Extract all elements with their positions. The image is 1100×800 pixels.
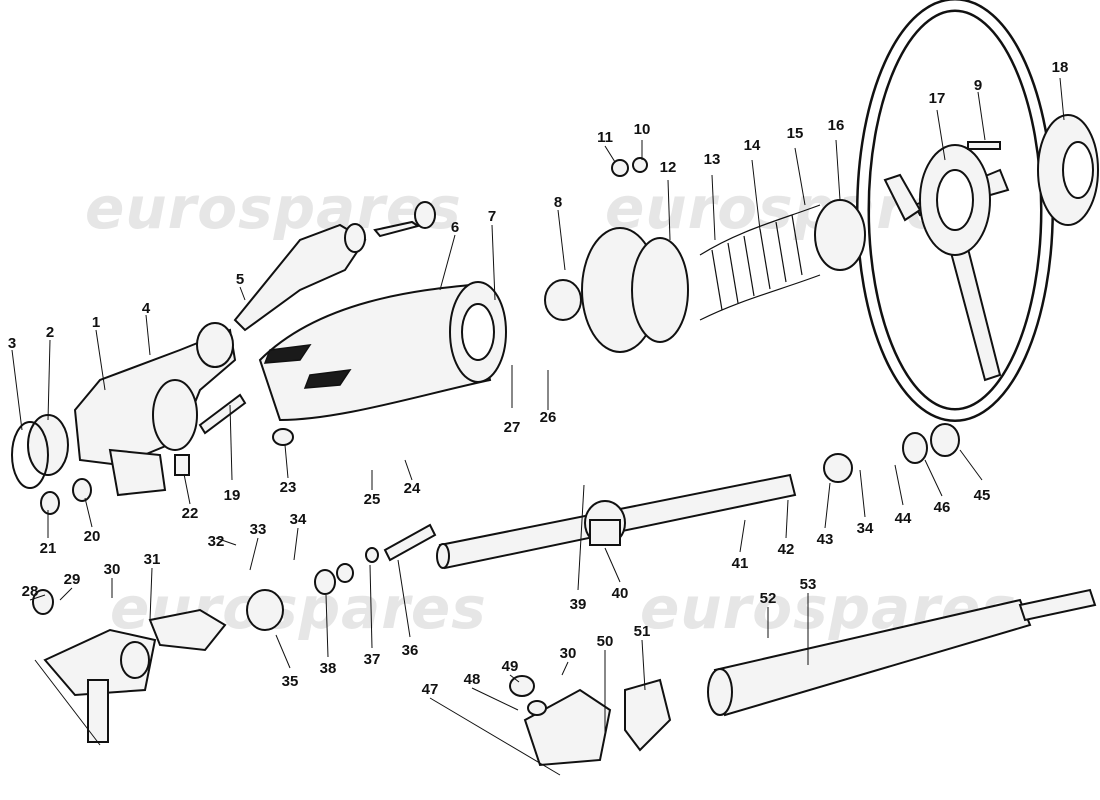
callout-32: 32 (208, 533, 225, 550)
callout-3: 3 (8, 335, 16, 352)
callout-33: 33 (250, 521, 267, 538)
callout-39: 39 (570, 596, 587, 613)
callout-35: 35 (282, 673, 299, 690)
callout-2: 2 (46, 324, 54, 341)
universal-joint-part-50 (523, 678, 672, 767)
watermark-1: eurospares (85, 174, 462, 242)
callout-20: 20 (84, 528, 101, 545)
callout-37: 37 (364, 651, 381, 668)
callout-36: 36 (402, 642, 419, 659)
callout-28: 28 (22, 583, 39, 600)
callout-24: 24 (404, 480, 421, 497)
callout-46: 46 (934, 499, 951, 516)
callout-22: 22 (182, 505, 199, 522)
callout-45: 45 (974, 487, 991, 504)
callout-41: 41 (732, 555, 749, 572)
ignition-switch-part-5 (233, 223, 367, 332)
callout-49: 49 (502, 658, 519, 675)
callout-25: 25 (364, 491, 381, 508)
callout-15: 15 (787, 125, 804, 142)
callout-23: 23 (280, 479, 297, 496)
callout-51: 51 (634, 623, 651, 640)
callout-13: 13 (704, 151, 721, 168)
universal-joint-part-31 (43, 608, 227, 697)
callout-6: 6 (451, 219, 459, 236)
callout-4: 4 (142, 300, 151, 317)
callout-31: 31 (144, 551, 161, 568)
callout-34-a: 34 (290, 511, 307, 528)
callout-47: 47 (422, 681, 439, 698)
callout-40: 40 (612, 585, 629, 602)
callout-8: 8 (554, 194, 562, 211)
callout-1: 1 (92, 314, 100, 331)
callout-14: 14 (744, 137, 761, 154)
callout-11: 11 (597, 129, 613, 146)
callout-43: 43 (817, 531, 834, 548)
callout-7: 7 (488, 208, 496, 225)
callout-16: 16 (828, 117, 845, 134)
callout-34-b: 34 (857, 520, 874, 537)
column-bracket-part-1 (11, 322, 237, 497)
column-housing-part-6 (258, 281, 507, 422)
callout-9: 9 (974, 77, 982, 94)
upper-shaft-part-41 (436, 473, 797, 570)
callout-26: 26 (540, 409, 557, 426)
callout-10: 10 (634, 121, 651, 138)
callout-42: 42 (778, 541, 795, 558)
callout-labels: 1 2 3 4 5 6 7 8 9 10 11 12 13 14 15 16 1… (8, 59, 1069, 698)
callout-27: 27 (504, 419, 521, 436)
callout-30-b: 30 (560, 645, 577, 662)
callout-38: 38 (320, 660, 337, 677)
callout-12: 12 (660, 159, 677, 176)
callout-5: 5 (236, 271, 244, 288)
callout-21: 21 (40, 540, 57, 557)
callout-18: 18 (1052, 59, 1069, 76)
callout-44: 44 (895, 510, 912, 527)
column-top-parts (544, 141, 1001, 353)
callout-29: 29 (64, 571, 81, 588)
callout-52: 52 (760, 590, 777, 607)
ignition-key (373, 201, 436, 238)
callout-50: 50 (597, 633, 614, 650)
leader-lines (11, 77, 1065, 776)
callout-19: 19 (224, 487, 241, 504)
horn-ring-part-18 (1037, 114, 1099, 226)
callout-48: 48 (464, 671, 481, 688)
callout-17: 17 (929, 90, 946, 107)
callout-53: 53 (800, 576, 817, 593)
callout-30-a: 30 (104, 561, 121, 578)
intermediate-shaft-part-53 (707, 588, 1097, 717)
